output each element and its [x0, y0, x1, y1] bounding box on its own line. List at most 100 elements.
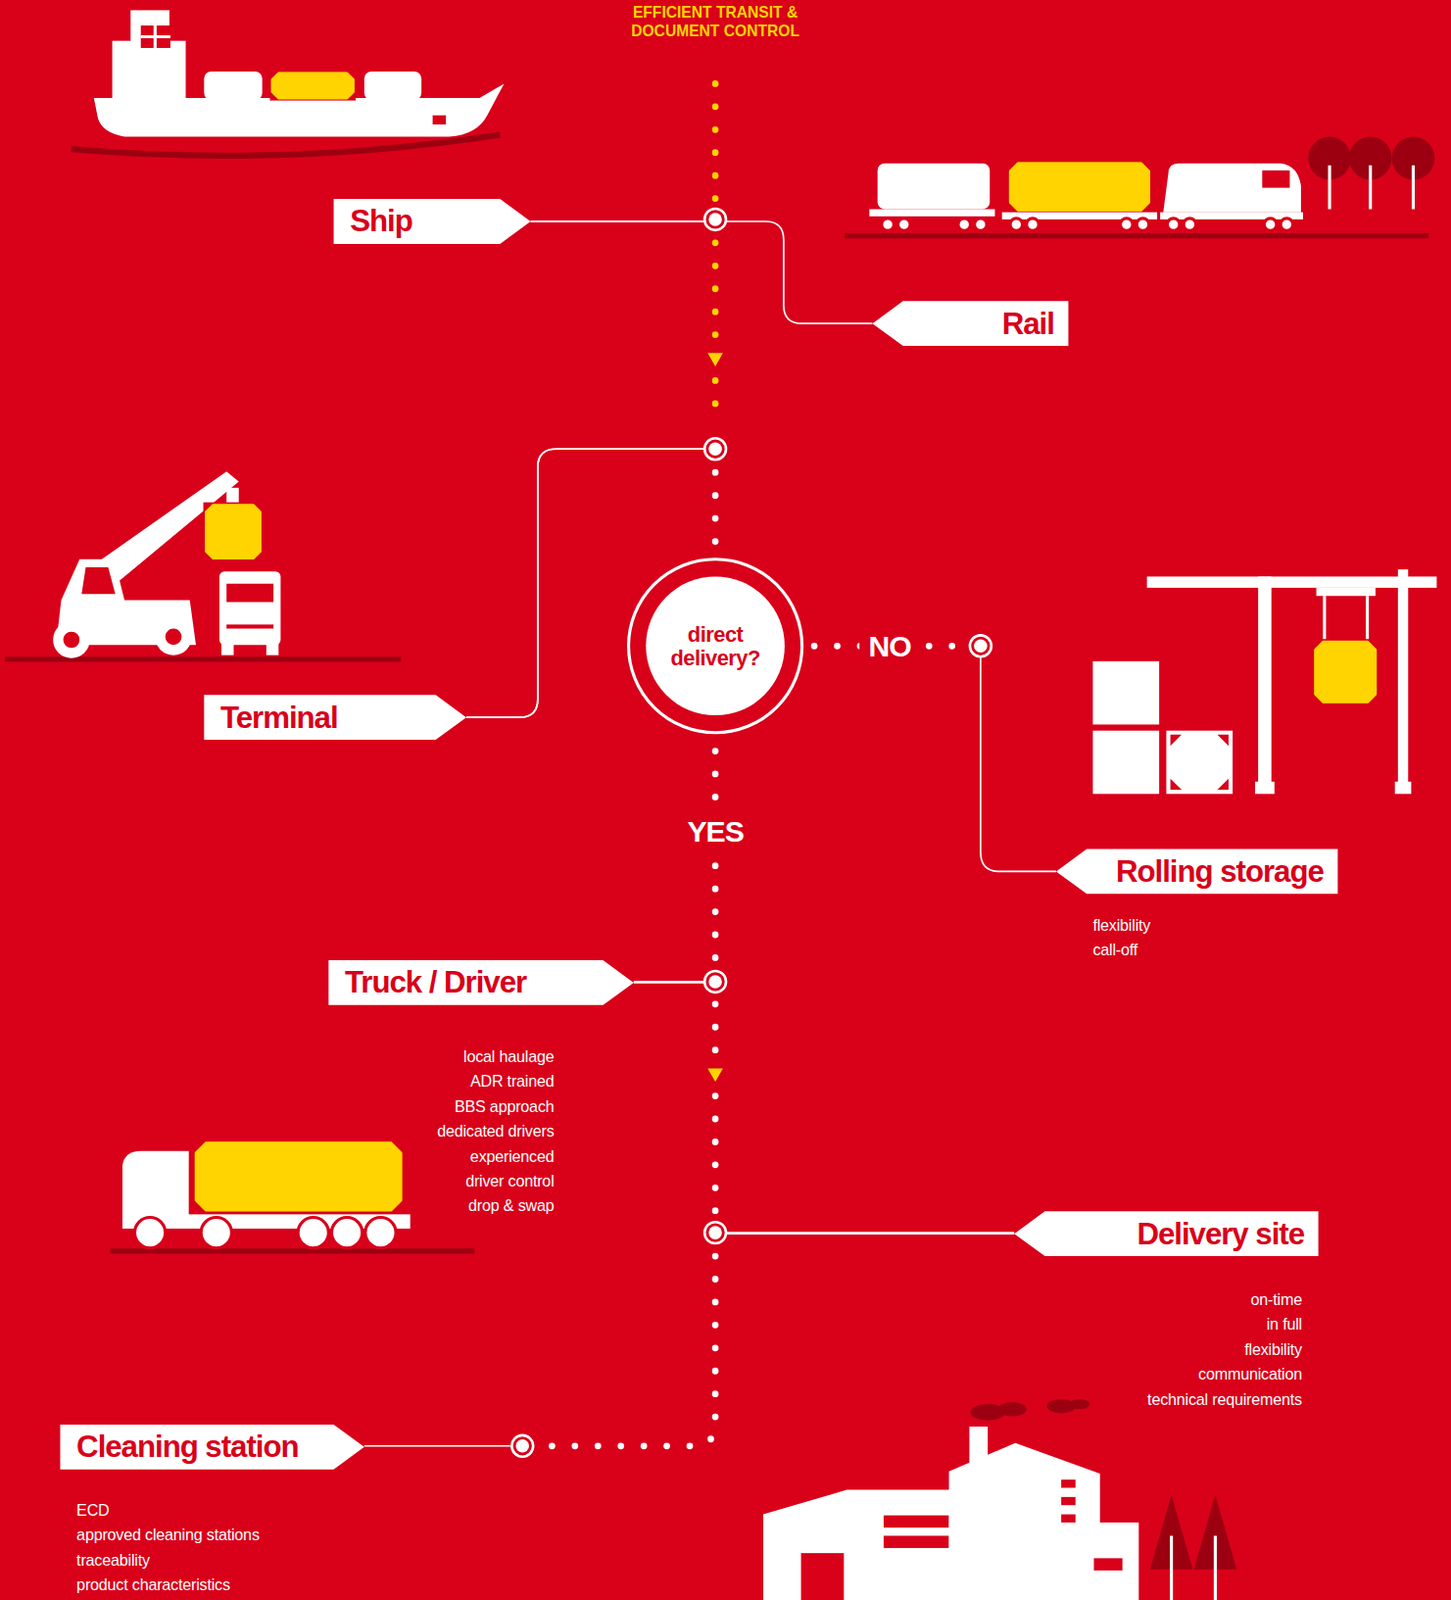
wave-line — [71, 134, 500, 155]
junction-dot — [511, 1435, 533, 1457]
feature-item: on-time — [975, 1287, 1303, 1312]
dotted-line — [712, 751, 720, 967]
factory-window — [883, 1535, 950, 1548]
feature-item: technical requirements — [975, 1387, 1303, 1412]
corner-marks — [193, 1140, 404, 1212]
cables — [1324, 595, 1368, 640]
truck-wheels — [134, 1216, 396, 1248]
container — [203, 71, 262, 100]
step-tag: Rolling storageflexibilitycall-off — [1056, 849, 1338, 895]
factory-window — [1061, 1479, 1076, 1488]
flow-connector — [633, 751, 716, 982]
junction-dot — [704, 970, 726, 993]
leader-line — [531, 221, 873, 324]
flow-connector — [814, 645, 1057, 871]
feature-item: experienced — [227, 1144, 554, 1169]
wheel — [974, 218, 987, 231]
ground-line — [109, 1248, 475, 1254]
feature-item: flexibility — [1092, 913, 1419, 938]
wheel — [331, 1216, 362, 1248]
step-tag: Terminal — [203, 694, 467, 740]
factory-window — [1061, 1514, 1076, 1523]
feature-list: on-timein fullflexibilitycommunicationte… — [975, 1287, 1303, 1412]
junction-core — [973, 638, 988, 653]
tag-heading: Rail — [871, 300, 1068, 346]
tree-trunks — [1171, 1535, 1216, 1600]
tank-container — [193, 1140, 404, 1212]
truck-cab — [122, 1151, 190, 1220]
step-tag: Delivery siteon-timein fullflexibilityco… — [1014, 1210, 1318, 1257]
wheel — [1166, 218, 1179, 231]
truck-illustration — [109, 1140, 475, 1251]
step-tag: Ship — [334, 198, 532, 244]
tag-fill — [203, 694, 467, 740]
stored-box — [1092, 661, 1160, 726]
container — [364, 71, 422, 100]
feature-item: drop & swap — [227, 1194, 554, 1219]
tag-heading: Delivery site — [1014, 1210, 1318, 1257]
flow-connector — [633, 982, 1015, 1233]
wheel — [154, 618, 192, 655]
step-tag: Rail — [871, 300, 1068, 346]
wheel — [297, 1216, 329, 1248]
junction-core — [708, 974, 723, 989]
factory-window — [1061, 1497, 1076, 1505]
factory-window — [883, 1515, 950, 1528]
wheel — [365, 1216, 396, 1248]
tag-fill — [334, 198, 532, 244]
feature-item: in full — [975, 1312, 1303, 1338]
tag-heading: Rolling storage — [1056, 849, 1338, 895]
junction-dot — [704, 208, 726, 231]
leader-line — [633, 980, 716, 983]
dotted-line — [537, 1256, 716, 1447]
diagram-title: EFFICIENT TRANSIT & DOCUMENT CONTROL — [608, 1, 823, 42]
truck-wheel — [221, 642, 234, 655]
wheels — [881, 218, 1294, 231]
ship-window — [141, 25, 171, 49]
junction-core — [708, 212, 723, 227]
branch-label: YES — [677, 814, 753, 849]
loco-window — [1261, 170, 1290, 189]
crane-beam — [1147, 576, 1438, 587]
feature-item: flexibility — [975, 1337, 1303, 1362]
crane-foot — [1255, 781, 1275, 794]
corner-marks — [1312, 639, 1378, 705]
ship-illustration — [71, 9, 505, 155]
circle-text-wrap: direct delivery? — [626, 557, 804, 735]
dotted-spine — [712, 83, 720, 200]
tree-trunks — [1329, 165, 1413, 210]
dotted-line — [712, 472, 720, 547]
wheel — [958, 218, 970, 231]
junction-ring — [511, 1435, 533, 1457]
wheel — [1183, 218, 1196, 231]
factory-illustration — [763, 1399, 1237, 1600]
feature-item: ADR trained — [227, 1069, 554, 1095]
tag-heading: Truck / Driver — [328, 960, 633, 1006]
wheel — [200, 1216, 232, 1248]
junction-ring — [704, 208, 726, 231]
tag-heading: Cleaning station — [59, 1424, 364, 1470]
step-tag: Truck / Driverlocal haulageADR trainedBB… — [328, 960, 633, 1006]
corner-marks — [1170, 734, 1229, 790]
tag-fill — [59, 1424, 364, 1470]
rail-line — [844, 233, 1429, 239]
circle-ring — [628, 559, 803, 733]
container — [1312, 639, 1378, 705]
ship-bridge — [112, 41, 187, 100]
wheel — [1010, 218, 1022, 231]
corner-marks — [203, 502, 262, 560]
feature-item: ECD — [76, 1498, 403, 1523]
train-illustration — [844, 137, 1435, 237]
junction-core — [708, 1225, 723, 1240]
step-tag: Cleaning stationECDapproved cleaning sta… — [59, 1424, 364, 1470]
junction-ring — [969, 634, 992, 657]
decision-circle: direct delivery? — [626, 557, 804, 735]
feature-item: product characteristics — [76, 1572, 403, 1597]
wheel — [1263, 218, 1276, 231]
dotted-line — [712, 1004, 720, 1217]
crane-foot — [1395, 781, 1412, 794]
feature-item: driver control — [227, 1169, 554, 1195]
